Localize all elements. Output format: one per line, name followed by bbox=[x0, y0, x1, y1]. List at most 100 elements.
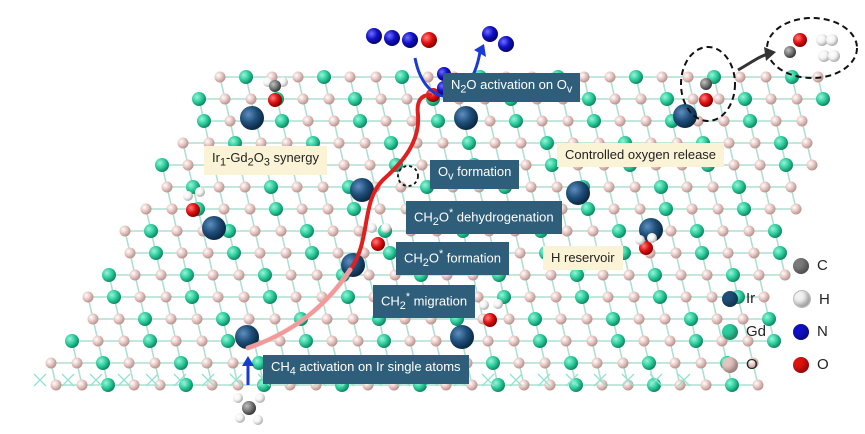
o-lattice-atom bbox=[796, 115, 808, 127]
gd-atom bbox=[197, 114, 211, 128]
o-lattice-atom bbox=[550, 291, 562, 303]
o-lattice-atom bbox=[669, 357, 681, 369]
o-lattice-atom bbox=[154, 379, 166, 391]
o-lattice-atom bbox=[514, 247, 526, 259]
c-atom bbox=[784, 46, 796, 58]
gd-atom bbox=[762, 312, 776, 326]
o-lattice-atom bbox=[790, 203, 802, 215]
o-lattice-atom bbox=[728, 159, 740, 171]
o-lattice-atom bbox=[380, 115, 392, 127]
o-lattice-atom bbox=[171, 225, 183, 237]
o-lattice-atom bbox=[328, 115, 340, 127]
legend-item-o-lattice: O bbox=[722, 356, 758, 373]
o-lattice-atom bbox=[764, 203, 776, 215]
gd-atom bbox=[629, 70, 643, 84]
gd-atom bbox=[491, 378, 505, 392]
h-atom bbox=[255, 393, 265, 403]
o-adsorbate-atom bbox=[186, 203, 200, 217]
o-lattice-atom bbox=[742, 335, 754, 347]
o-lattice-atom bbox=[227, 357, 239, 369]
gd-atom bbox=[816, 92, 830, 106]
o-lattice-atom bbox=[680, 291, 692, 303]
gd-atom bbox=[774, 136, 788, 150]
oxygen-vacancy-marker bbox=[397, 165, 419, 187]
gd-atom bbox=[587, 114, 601, 128]
o-lattice-atom bbox=[244, 203, 256, 215]
o-lattice-atom bbox=[700, 379, 712, 391]
o-lattice-atom bbox=[161, 181, 173, 193]
legend-item-c: C bbox=[793, 257, 828, 274]
o-adsorbate-atom bbox=[639, 241, 653, 255]
h-atom bbox=[493, 299, 503, 309]
label-h-reservoir: H reservoir bbox=[543, 246, 623, 270]
o-lattice-atom bbox=[806, 159, 818, 171]
o-lattice-atom bbox=[503, 313, 515, 325]
o-lattice-atom bbox=[623, 269, 635, 281]
o-lattice-atom bbox=[375, 93, 387, 105]
legend-item-gd: Gd bbox=[722, 323, 766, 340]
o-lattice-atom bbox=[609, 93, 621, 105]
o-lattice-atom bbox=[254, 247, 266, 259]
ir-single-atom bbox=[240, 106, 264, 130]
gd-atom bbox=[689, 334, 703, 348]
o-lattice-atom bbox=[551, 181, 563, 193]
c-atom bbox=[269, 80, 281, 92]
h-atom bbox=[381, 223, 391, 233]
gd-atom bbox=[377, 334, 391, 348]
o-lattice-atom bbox=[213, 181, 225, 193]
o-lattice-atom bbox=[191, 313, 203, 325]
o-lattice-atom bbox=[170, 335, 182, 347]
ir-single-atom bbox=[235, 325, 259, 349]
o-lattice-atom bbox=[713, 93, 725, 105]
ir-single-atom bbox=[350, 178, 374, 202]
o-lattice-atom bbox=[748, 247, 760, 259]
o-lattice-atom bbox=[753, 269, 765, 281]
o-lattice-atom bbox=[770, 115, 782, 127]
o-adsorbate-atom bbox=[483, 313, 497, 327]
o-lattice-atom bbox=[218, 203, 230, 215]
o-lattice-atom bbox=[352, 335, 364, 347]
o-lattice-atom bbox=[374, 203, 386, 215]
o-lattice-atom bbox=[587, 225, 599, 237]
o-adsorbate-atom bbox=[699, 93, 713, 107]
n-atom bbox=[498, 36, 514, 52]
o-lattice-atom bbox=[45, 357, 57, 369]
o-lattice-atom bbox=[249, 225, 261, 237]
ir-single-atom bbox=[566, 181, 590, 205]
h-atom bbox=[816, 34, 828, 46]
o-lattice-atom bbox=[525, 181, 537, 193]
gd-atom bbox=[174, 356, 188, 370]
o-lattice-atom bbox=[87, 313, 99, 325]
arrowhead-icon bbox=[242, 356, 254, 366]
o-lattice-atom bbox=[327, 225, 339, 237]
o-lattice-atom bbox=[321, 313, 333, 325]
o-lattice-atom bbox=[233, 269, 245, 281]
o-lattice-atom bbox=[155, 269, 167, 281]
o-lattice-atom bbox=[536, 115, 548, 127]
o-lattice-atom bbox=[508, 335, 520, 347]
o-lattice-atom bbox=[290, 291, 302, 303]
ir-single-atom bbox=[639, 218, 663, 242]
o-lattice-atom bbox=[224, 115, 236, 127]
gd-atom bbox=[648, 268, 662, 282]
c-atom-icon bbox=[793, 257, 809, 274]
o-lattice-atom bbox=[718, 115, 730, 127]
o-lattice-atom bbox=[243, 313, 255, 325]
gd-atom bbox=[564, 356, 578, 370]
o-lattice-atom bbox=[359, 137, 371, 149]
o-lattice-atom bbox=[747, 357, 759, 369]
o-lattice-atom bbox=[118, 335, 130, 347]
o-lattice-atom bbox=[687, 93, 699, 105]
o-lattice-atom bbox=[665, 225, 677, 237]
legend-item-ir: Ir bbox=[722, 290, 755, 307]
o-lattice-atom bbox=[128, 379, 140, 391]
o-lattice-atom bbox=[681, 181, 693, 193]
o-lattice-atom bbox=[214, 71, 226, 83]
gd-atom bbox=[606, 312, 620, 326]
gd-atom bbox=[299, 334, 313, 348]
ir-single-atom bbox=[454, 106, 478, 130]
o-lattice-atom bbox=[723, 137, 735, 149]
o-lattice-atom bbox=[674, 379, 686, 391]
o-lattice-atom bbox=[706, 291, 718, 303]
gd-atom bbox=[143, 334, 157, 348]
